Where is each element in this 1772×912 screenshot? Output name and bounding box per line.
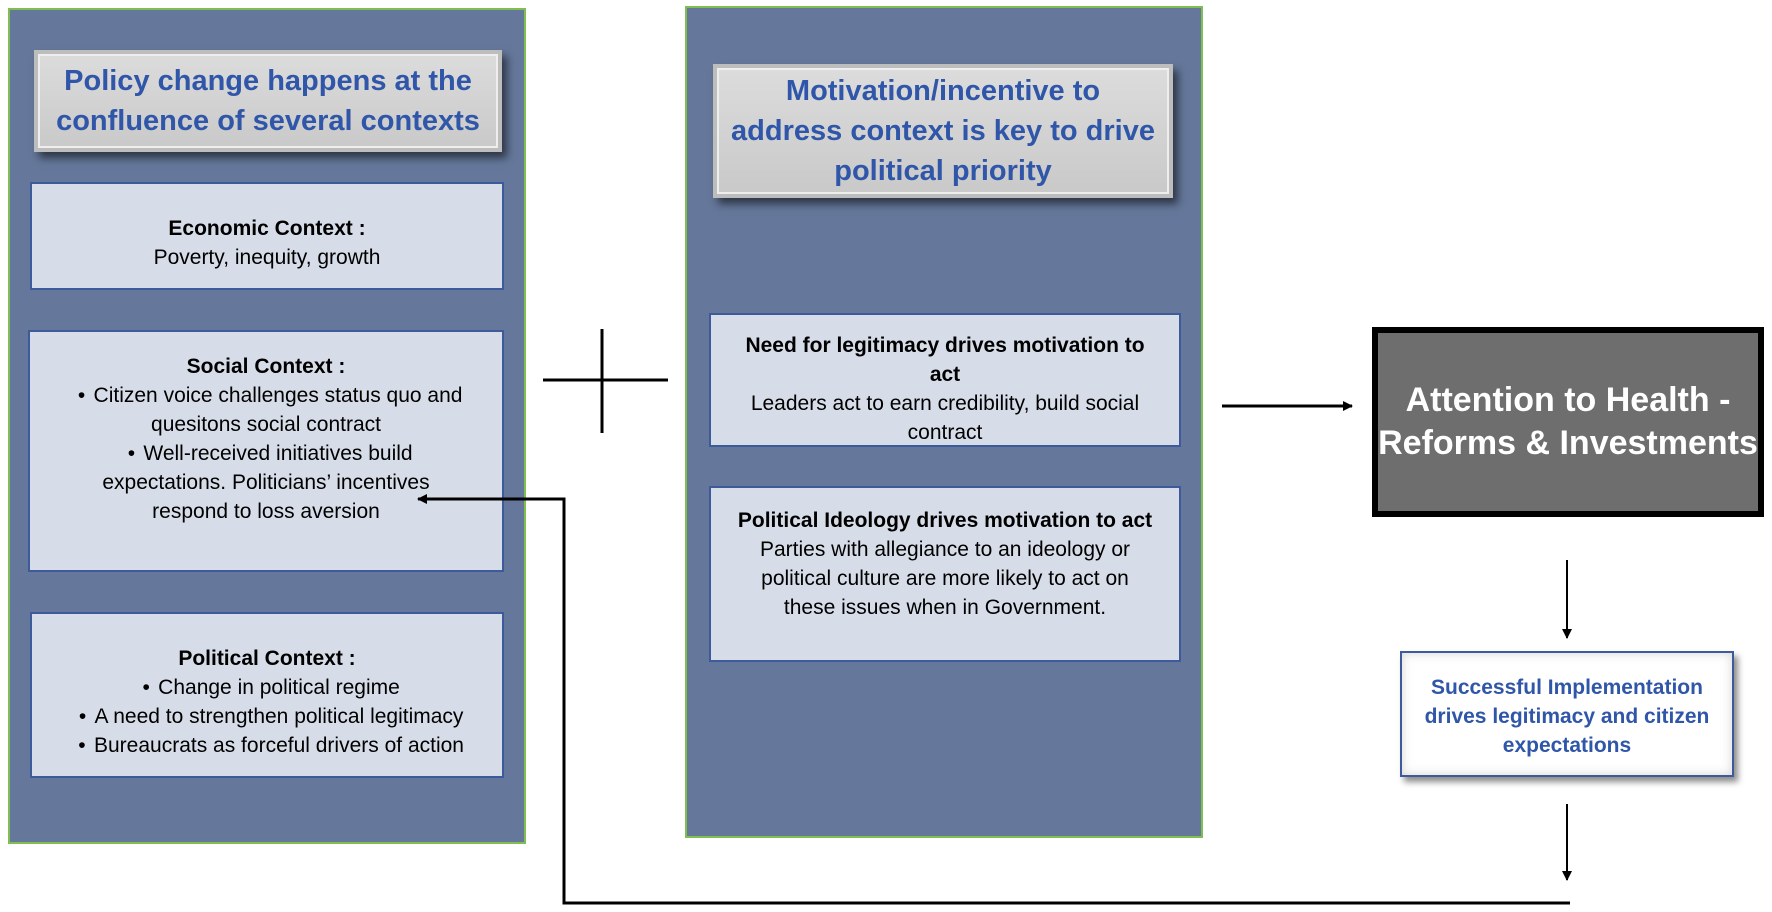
motivation-header: Motivation/incentive to address context … — [713, 64, 1173, 198]
motivation-header-line-3: political priority — [834, 155, 1052, 187]
political-context-bullet: A need to strengthen political legitimac… — [32, 702, 502, 731]
economic-context-box: Economic Context : Poverty, inequity, gr… — [30, 182, 504, 290]
implementation-line-1: Successful Implementation — [1431, 676, 1703, 699]
social-bullet-1-line-2: quesitons social contract — [151, 413, 381, 436]
political-context-bullet: Bureaucrats as forceful drivers of actio… — [32, 731, 502, 760]
ideology-title: Political Ideology drives motivation to … — [737, 509, 1153, 532]
legitimacy-text-line-1: Leaders act to earn credibility, build s… — [750, 392, 1140, 415]
political-context-list: Change in political regime A need to str… — [32, 673, 502, 760]
social-context-list: Citizen voice challenges status quo and … — [30, 381, 502, 526]
legitimacy-text-line-2: contract — [907, 421, 983, 444]
social-context-bullet: Citizen voice challenges status quo and — [30, 381, 502, 410]
social-context-title: Social Context : — [186, 355, 346, 378]
social-bullet-1-line-1: Citizen voice challenges status quo and — [93, 384, 463, 407]
social-context-box: Social Context : Citizen voice challenge… — [28, 330, 504, 572]
legitimacy-title-line-2: act — [929, 363, 961, 386]
motivation-header-line-2: address context is key to drive — [731, 115, 1155, 147]
legitimacy-box: Need for legitimacy drives motivation to… — [709, 313, 1181, 447]
implementation-line-3: expectations — [1502, 734, 1632, 757]
motivation-panel: Motivation/incentive to address context … — [685, 6, 1203, 838]
ideology-text-line-1: Parties with allegiance to an ideology o… — [759, 538, 1131, 561]
contexts-header: Policy change happens at the confluence … — [34, 50, 502, 152]
economic-context-title: Economic Context : — [168, 217, 366, 240]
contexts-header-line-1: Policy change happens at the — [64, 65, 472, 97]
social-bullet-2-line-3: respond to loss aversion — [152, 500, 380, 523]
contexts-panel: Policy change happens at the confluence … — [8, 8, 526, 844]
implementation-box: Successful Implementation drives legitim… — [1400, 651, 1734, 777]
economic-context-text: Poverty, inequity, growth — [153, 246, 381, 269]
implementation-line-2: drives legitimacy and citizen — [1424, 705, 1710, 728]
political-context-bullet: Change in political regime — [32, 673, 502, 702]
political-context-box: Political Context : Change in political … — [30, 612, 504, 778]
social-context-bullet: Well-received initiatives build — [30, 439, 502, 468]
political-context-title: Political Context : — [178, 647, 356, 670]
social-bullet-2-line-1: Well-received initiatives build — [143, 442, 413, 465]
attention-line-1: Attention to Health - — [1405, 381, 1731, 419]
plus-sign — [543, 329, 668, 433]
ideology-text-line-2: political culture are more likely to act… — [761, 567, 1129, 590]
attention-line-2: Reforms & Investments — [1378, 424, 1758, 462]
social-bullet-2-line-2: expectations. Politicians’ incentives — [102, 471, 430, 494]
attention-to-health-box: Attention to Health - Reforms & Investme… — [1372, 327, 1764, 517]
legitimacy-title-line-1: Need for legitimacy drives motivation to — [745, 334, 1145, 357]
motivation-header-line-1: Motivation/incentive to — [785, 75, 1101, 107]
contexts-header-line-2: confluence of several contexts — [56, 105, 480, 137]
ideology-text-line-3: these issues when in Government. — [783, 596, 1107, 619]
ideology-box: Political Ideology drives motivation to … — [709, 486, 1181, 662]
